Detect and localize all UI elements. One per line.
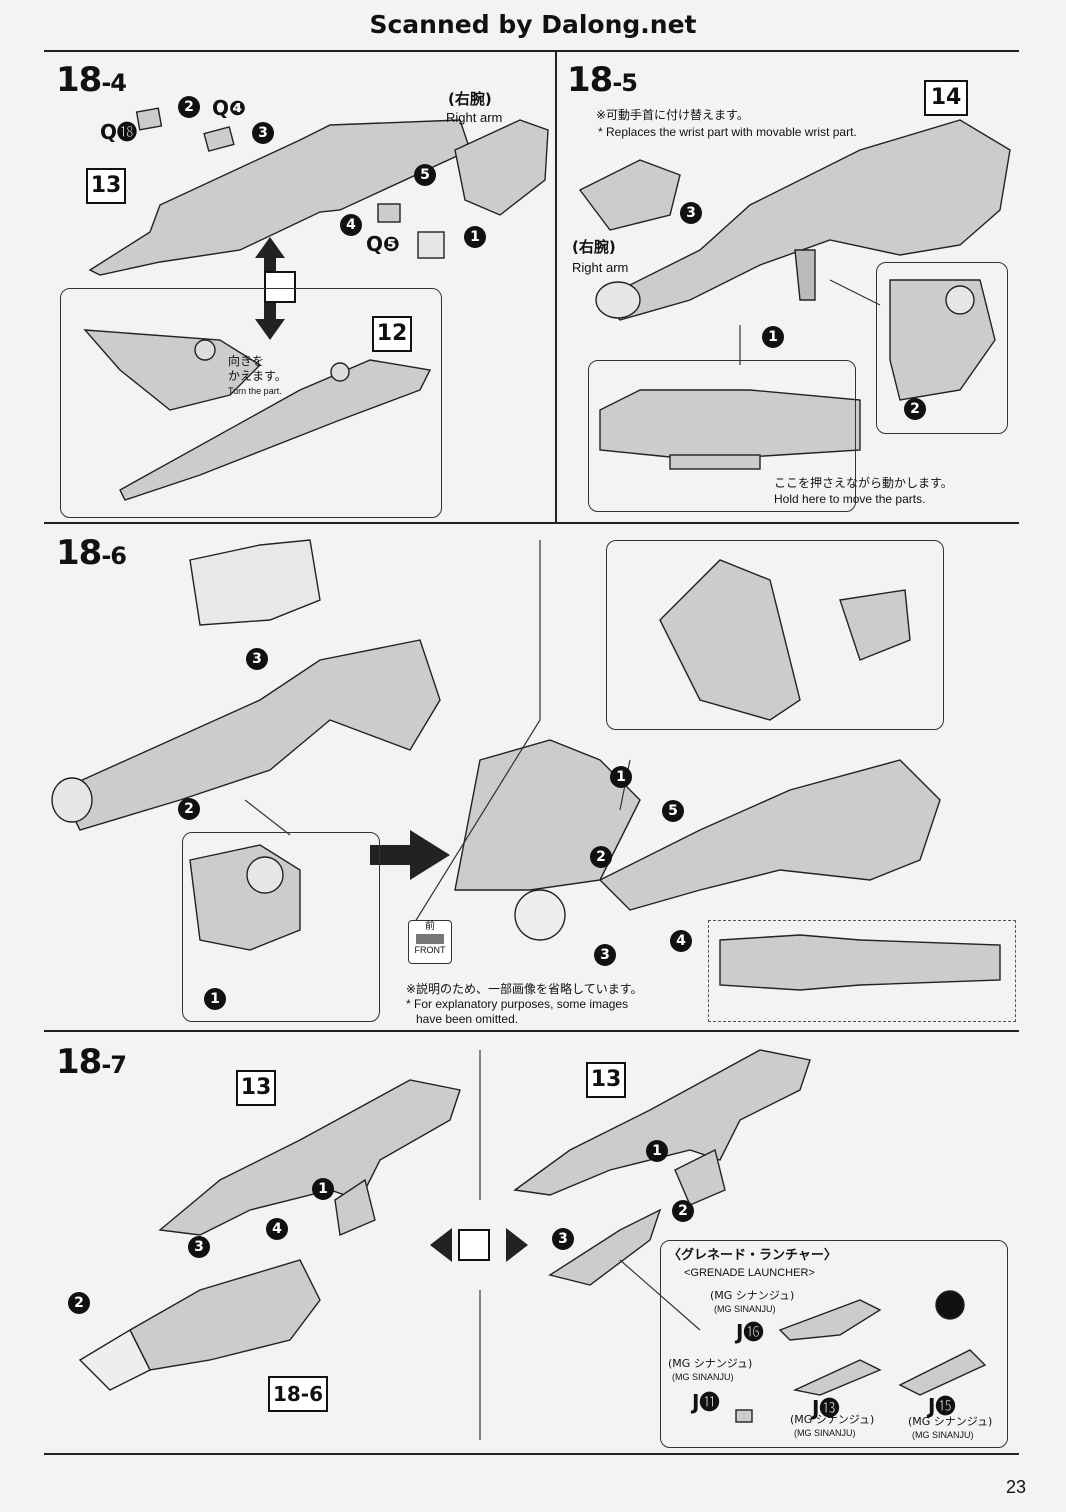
part-j11: J⓫ [692,1390,720,1414]
wrist-note-en: * Replaces the wrist part with movable w… [598,125,857,139]
part-box-13-left: 13 [236,1070,276,1106]
step-num-1: 1 [464,226,486,248]
divider-row2 [44,1030,1019,1032]
sinanju-j15-jp: (MG シナンジュ) [908,1415,993,1428]
hold-note-en: Hold here to move the parts. [774,492,926,506]
sinanju-j16-jp: (MG シナンジュ) [710,1289,795,1302]
front-badge: 前 FRONT [408,920,452,964]
step-num-2: 2 [178,96,200,118]
page-number: 23 [1005,1477,1026,1497]
grenade-launcher-panel [660,1240,1008,1448]
part-q4: Q❹ [212,96,246,120]
turn-part-en: Turn the part. [228,386,282,396]
front-jp: 前 [425,921,435,932]
omit-note-en-1: * For explanatory purposes, some images [406,997,629,1011]
step-18-6-left-panel [182,832,380,1022]
step-num-2b: 2 [904,398,926,420]
step-num-1f: 1 [646,1140,668,1162]
omit-note-jp: ※説明のため、一部画像を省略しています。 [406,982,643,996]
grenade-title-jp: 〈グレネード・ランチャー〉 [668,1248,837,1263]
sinanju-j13-en: (MG SINANJU) [794,1428,856,1438]
wrist-note-jp: ※可動手首に付け替えます。 [596,108,749,122]
step-num-5d: 5 [662,800,684,822]
step-18-7-title: 18-7 [56,1042,127,1082]
step-18-6-top-panel [606,540,944,730]
step-num-2e: 2 [68,1292,90,1314]
divider-top [44,50,1019,52]
step-num-1d: 1 [610,766,632,788]
step-num-4e: 4 [266,1218,288,1240]
step-num-3f: 3 [552,1228,574,1250]
part-j16: J⓰ [736,1320,764,1344]
part-box-13-right: 13 [586,1062,626,1098]
right-arm-label-en: Right arm [446,110,503,125]
sinanju-j15-en: (MG SINANJU) [912,1430,974,1440]
turn-part-jp: 向きを かえます。 [228,354,287,383]
step-num-1c: 1 [204,988,226,1010]
step-num-2c: 2 [178,798,200,820]
step-18-5-detail-panel [588,360,856,512]
part-box-18-6: 18-6 [268,1376,328,1412]
step-num-1b: 1 [762,326,784,348]
front-icon [416,934,444,944]
front-en: FRONT [414,945,446,955]
sinanju-j16-en: (MG SINANJU) [714,1304,776,1314]
step-num-1e: 1 [312,1178,334,1200]
step-18-4-detail-panel [60,288,442,518]
part-box-14: 14 [924,80,968,116]
step-num-2f: 2 [672,1200,694,1222]
step-18-6-dashed-inset [708,920,1016,1022]
right-arm-label-jp-2: (右腕) [572,238,616,256]
divider-col1 [555,50,557,524]
part-q18: Q⓲ [100,120,138,144]
step-18-6-title: 18-6 [56,533,127,573]
part-j13: J⓭ [812,1396,840,1420]
step-num-3d: 3 [594,944,616,966]
step-num-3c: 3 [246,648,268,670]
part-box-13: 13 [86,168,126,204]
step-num-3b: 3 [680,202,702,224]
step-18-4-title: 18-4 [56,60,127,100]
divider-bottom [44,1453,1019,1455]
step-num-3e: 3 [188,1236,210,1258]
divider-row1 [44,522,1019,524]
step-num-2d: 2 [590,846,612,868]
right-arm-label-jp: (右腕) [448,90,492,108]
step-num-3: 3 [252,122,274,144]
step-num-4d: 4 [670,930,692,952]
step-18-5-side-panel [876,262,1008,434]
sinanju-j13-jp: (MG シナンジュ) [790,1413,875,1426]
sinanju-j11-en: (MG SINANJU) [672,1372,734,1382]
part-j15: J⓯ [928,1394,956,1418]
step-num-4: 4 [340,214,362,236]
right-arm-label-en-2: Right arm [572,260,629,275]
part-box-12: 12 [372,316,412,352]
step-num-5: 5 [414,164,436,186]
sinanju-j11-jp: (MG シナンジュ) [668,1357,753,1370]
grenade-title-en: <GRENADE LAUNCHER> [684,1267,815,1279]
omit-note-en-2: have been omitted. [416,1012,519,1026]
scan-credit: Scanned by Dalong.net [369,10,697,39]
hold-note-jp: ここを押さえながら動かします。 [774,476,953,490]
step-18-5-title: 18-5 [567,60,638,100]
part-q5: Q❺ [366,232,400,256]
